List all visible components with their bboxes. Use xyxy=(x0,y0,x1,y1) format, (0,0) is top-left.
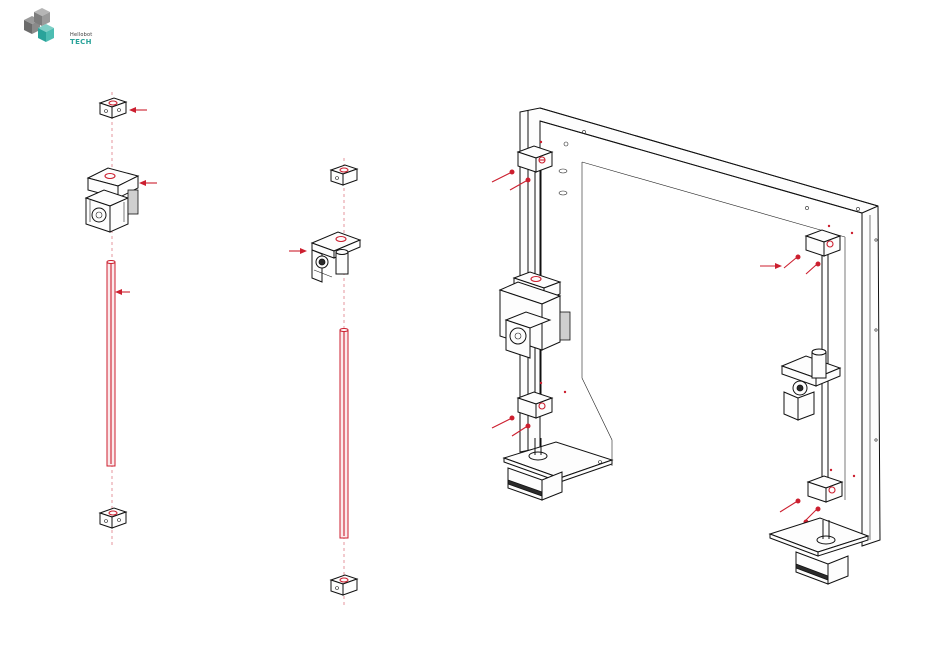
frame-right-top-screws xyxy=(760,255,821,275)
center-z-axis-assembly xyxy=(289,158,360,605)
left-rod-arrow xyxy=(115,289,130,295)
frame-left-motor-carriage xyxy=(500,272,570,358)
frame-assembly xyxy=(492,108,880,584)
left-carriage-arrow xyxy=(139,180,157,186)
left-bottom-rod-clamp xyxy=(100,508,126,528)
frame-right-bottom-motor xyxy=(770,518,868,584)
frame-right-bottom-clamp xyxy=(808,469,855,502)
center-x-end-bracket xyxy=(312,232,360,282)
frame-right-top-clamp xyxy=(806,225,853,256)
left-top-rod-clamp xyxy=(100,98,126,118)
frame-left-top-clamp xyxy=(518,146,552,172)
center-top-rod-clamp xyxy=(331,165,357,185)
center-bottom-rod-clamp xyxy=(331,575,357,595)
left-top-clamp-arrow xyxy=(129,107,147,113)
center-bracket-arrow xyxy=(289,248,307,254)
left-z-axis-assembly xyxy=(86,92,157,545)
left-smooth-rod xyxy=(107,261,115,467)
frame-right-x-end-bracket xyxy=(782,349,840,420)
left-z-motor-carriage xyxy=(86,168,138,232)
center-smooth-rod xyxy=(340,329,348,539)
